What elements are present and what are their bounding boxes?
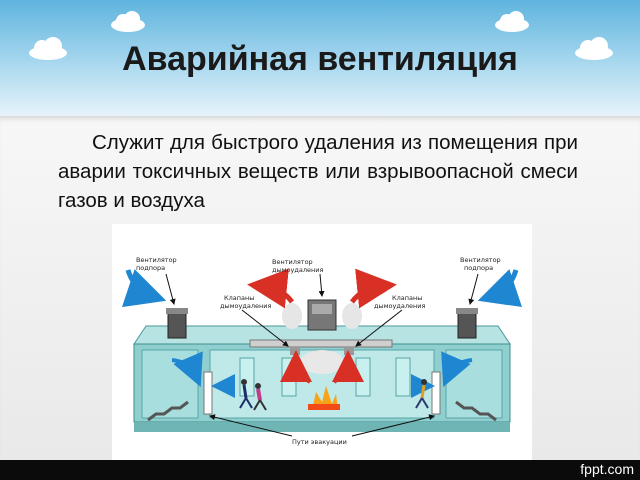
callout-line bbox=[355, 309, 403, 347]
smoke-cloud bbox=[300, 350, 344, 374]
person-running-icon bbox=[239, 379, 253, 409]
supply-fan-left-cap bbox=[166, 308, 188, 314]
label-fan-supply-right: Вентилятор bbox=[460, 256, 501, 264]
fire-base bbox=[308, 404, 340, 410]
slide-title: Аварийная вентиляция bbox=[122, 40, 518, 78]
cloud-decoration bbox=[495, 11, 529, 32]
label-fan-supply-left-sub: подпора bbox=[136, 264, 165, 272]
exhaust-arrow-right bbox=[349, 268, 397, 309]
smoke-rise-arrow-right bbox=[331, 350, 364, 384]
slide-footer: fppt.com bbox=[0, 460, 640, 480]
label-valves-left-sub: дымоудаления bbox=[220, 302, 271, 310]
stairs-left bbox=[147, 400, 189, 422]
label-valves-right-sub: дымоудаления bbox=[374, 302, 425, 310]
label-fan-smoke: Вентилятор bbox=[272, 258, 313, 266]
label-evacuation-paths: Пути эвакуации bbox=[292, 438, 347, 446]
slide-header: Аварийная вентиляция bbox=[0, 0, 640, 116]
window bbox=[239, 357, 255, 397]
door-right bbox=[431, 371, 441, 415]
cloud-decoration bbox=[29, 37, 67, 60]
person-running-icon bbox=[415, 379, 429, 409]
callout-line bbox=[241, 309, 289, 347]
smoke-valve-right bbox=[344, 347, 354, 355]
label-fan-supply-left: Вентилятор bbox=[136, 256, 177, 264]
supply-fan-right bbox=[457, 311, 477, 339]
emergency-ventilation-diagram: Вентилятор подпора Вентилятор дымоудален… bbox=[112, 224, 532, 460]
supply-flow-arrow-left bbox=[171, 351, 203, 388]
callout-line bbox=[165, 273, 176, 305]
slide-body-text: Служит для быстрого удаления из помещени… bbox=[58, 131, 578, 212]
label-valves-right: Клапаны bbox=[392, 294, 422, 302]
brand-watermark: fppt.com bbox=[580, 461, 634, 477]
smoke-valve-left bbox=[290, 347, 300, 355]
exhaust-arrow-left bbox=[247, 268, 295, 309]
smoke-duct bbox=[249, 339, 393, 348]
cloud-decoration bbox=[575, 37, 613, 60]
label-fan-smoke-sub: дымоудаления bbox=[272, 266, 323, 274]
supply-air-arrow-left bbox=[121, 269, 167, 308]
callout-line bbox=[468, 273, 479, 305]
building-floor bbox=[134, 422, 510, 432]
supply-flow-arrow-right bbox=[441, 351, 473, 388]
callout-line bbox=[209, 414, 293, 437]
cloud-decoration bbox=[111, 11, 145, 32]
stairs-right bbox=[455, 400, 497, 422]
callout-line bbox=[318, 273, 325, 297]
callout-line bbox=[351, 414, 435, 437]
smoke-puff bbox=[342, 303, 362, 329]
window bbox=[281, 357, 297, 397]
door-left bbox=[203, 371, 213, 415]
label-fan-supply-right-sub: подпора bbox=[464, 264, 493, 272]
window bbox=[355, 357, 371, 397]
supply-fan-right-cap bbox=[456, 308, 478, 314]
person-running-icon bbox=[253, 383, 267, 411]
supply-air-arrow-right bbox=[477, 269, 523, 308]
smoke-exhaust-fan-grille bbox=[312, 304, 332, 314]
smoke-puff bbox=[282, 303, 302, 329]
label-valves-left: Клапаны bbox=[224, 294, 254, 302]
smoke-rise-arrow-left bbox=[280, 350, 313, 384]
supply-fan-left bbox=[167, 311, 187, 339]
window bbox=[395, 357, 411, 397]
